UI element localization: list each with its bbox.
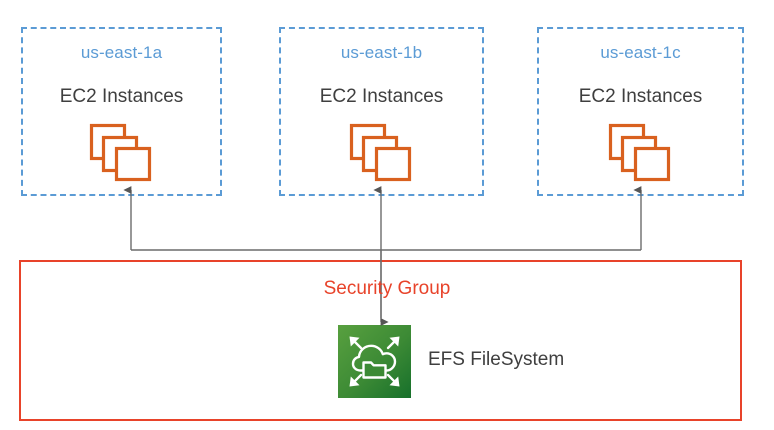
efs-filesystem-label: EFS FileSystem: [428, 349, 565, 370]
security-group-label: Security Group: [323, 278, 451, 299]
ec2-instances-icon: [607, 122, 675, 182]
availability-zone-us-east-1c[interactable]: us-east-1c EC2 Instances: [537, 27, 744, 196]
az-label-us-east-1a: us-east-1a: [80, 43, 163, 62]
az-label-us-east-1c: us-east-1c: [600, 43, 681, 62]
az-resource-label-us-east-1c: EC2 Instances: [578, 86, 703, 107]
ec2-instances-icon: [88, 122, 156, 182]
az-label-us-east-1b: us-east-1b: [340, 43, 423, 62]
az-resource-label-us-east-1b: EC2 Instances: [319, 86, 444, 107]
efs-filesystem-icon: [338, 325, 411, 398]
availability-zone-us-east-1b[interactable]: us-east-1b EC2 Instances: [279, 27, 484, 196]
az-resource-label-us-east-1a: EC2 Instances: [59, 86, 184, 107]
availability-zone-us-east-1a[interactable]: us-east-1a EC2 Instances: [21, 27, 222, 196]
ec2-instances-icon: [348, 122, 416, 182]
